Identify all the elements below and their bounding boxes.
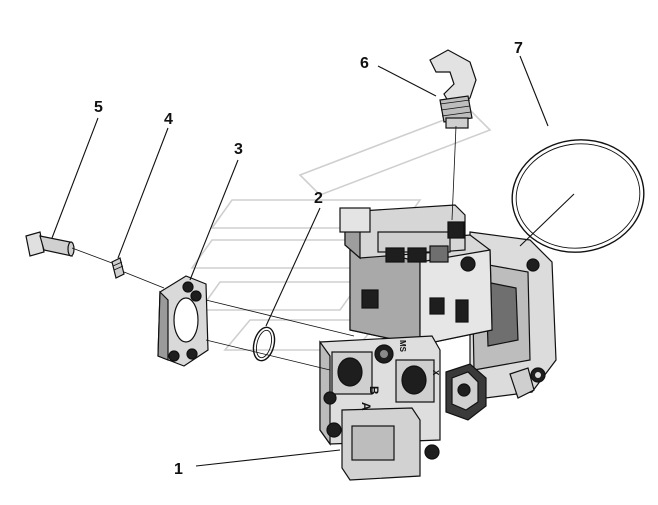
leader-line-6 xyxy=(377,65,437,97)
leader-lines xyxy=(51,55,575,467)
elbow-fitting xyxy=(429,49,477,129)
lock-washer xyxy=(111,257,125,279)
leader-line-4 xyxy=(117,127,169,259)
callout-6: 6 xyxy=(360,55,369,72)
o-ring-small xyxy=(252,326,276,362)
assembly-axis-lines xyxy=(71,125,457,371)
leader-line-3 xyxy=(189,159,239,281)
port-letter-ms: MS xyxy=(398,340,407,353)
leader-line-7 xyxy=(519,55,549,127)
callouts: 1 2 3 4 5 6 7 xyxy=(94,40,523,478)
pump-housing xyxy=(469,231,557,401)
split-flange xyxy=(157,275,209,367)
port-letter-a: A xyxy=(359,402,373,411)
callout-3: 3 xyxy=(234,141,243,158)
callout-1: 1 xyxy=(174,461,183,478)
port-letter-x: X xyxy=(431,370,440,376)
leader-line-1 xyxy=(195,449,341,467)
leader-line-2 xyxy=(265,207,321,327)
port-letter-b: B xyxy=(367,386,381,395)
o-ring-large xyxy=(511,139,645,253)
cap-screw xyxy=(25,231,75,257)
callout-4: 4 xyxy=(164,111,173,128)
callout-2: 2 xyxy=(314,190,323,207)
leader-line-5 xyxy=(51,117,99,239)
pump-body: A B MS X xyxy=(319,204,493,481)
leader-line-7b xyxy=(519,193,575,247)
callout-5: 5 xyxy=(94,99,103,116)
callout-7: 7 xyxy=(514,40,523,57)
